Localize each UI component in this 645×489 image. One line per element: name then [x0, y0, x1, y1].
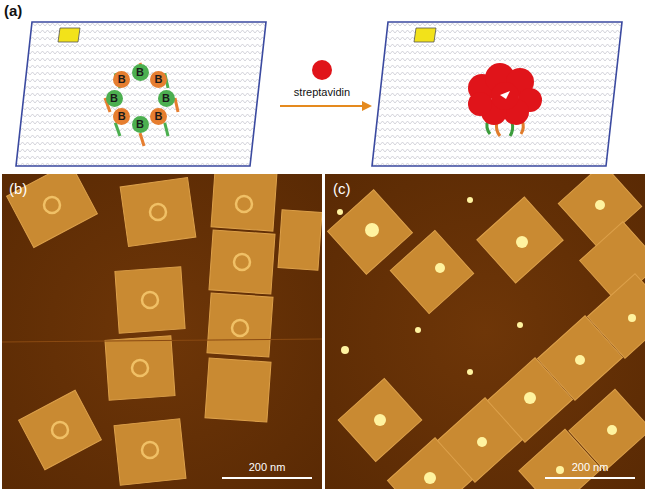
streptavidin-symbol: [312, 60, 332, 80]
panel-label: (a): [4, 3, 22, 20]
scale-label: 200 nm: [249, 461, 286, 473]
biotin-ring-image: [132, 360, 148, 376]
biotin-label: B: [110, 93, 118, 104]
streptavidin-spot: [477, 437, 487, 447]
streptavidin-spot: [467, 369, 473, 375]
streptavidin-spot: [516, 236, 528, 248]
origami-tile: [16, 22, 266, 166]
biotin-ring-image: [232, 320, 248, 336]
origami-tile-image: [205, 358, 271, 422]
biotin-ring-image: [236, 196, 252, 212]
dna-strand: [140, 133, 144, 146]
biotin-ring-image: [52, 422, 68, 438]
biotin-ring-image: [142, 442, 158, 458]
biotin-label: B: [154, 74, 162, 85]
biotin-circle: B: [113, 108, 130, 125]
streptavidin-spot: [374, 414, 386, 426]
origami-tile-image: [587, 274, 645, 358]
streptavidin-spot: [435, 263, 445, 273]
origami-tile-image: [115, 267, 185, 333]
biotin-circle: B: [132, 116, 149, 133]
orientation-marker: [414, 28, 436, 42]
streptavidin-spot: [365, 223, 379, 237]
biotin-circle: B: [106, 90, 123, 107]
origami-tile: [372, 22, 622, 166]
streptavidin-spot: [415, 327, 421, 333]
origami-tile-image: [19, 390, 102, 469]
panel-label: (b): [9, 181, 27, 198]
streptavidin-spot: [607, 425, 617, 435]
streptavidin-spot: [556, 466, 564, 474]
streptavidin-spot: [595, 200, 605, 210]
streptavidin-spot: [341, 346, 349, 354]
afm-image: [325, 174, 645, 489]
orientation-marker: [58, 28, 80, 42]
biotin-circle: B: [158, 90, 175, 107]
scale-bar: [222, 477, 312, 479]
biotin-ring-image: [44, 197, 60, 213]
streptavidin-cluster: [468, 63, 542, 125]
biotin-label: B: [118, 74, 126, 85]
biotin-ring-image: [234, 254, 250, 270]
biotin-label: B: [154, 111, 162, 122]
origami-tile-image: [477, 197, 563, 283]
biotin-circle: B: [150, 108, 167, 125]
streptavidin-spot: [524, 392, 536, 404]
origami-tile-image: [114, 419, 186, 486]
origami-tile-image: [211, 174, 277, 231]
origami-tile-image: [569, 389, 645, 471]
dna-strand: [165, 123, 168, 136]
biotin-circle: B: [132, 64, 149, 81]
dna-strand: [175, 98, 178, 112]
biotin-label: B: [162, 93, 170, 104]
biotin-label: B: [118, 111, 126, 122]
scale-bar: [545, 477, 635, 479]
streptavidin-spot: [517, 322, 523, 328]
biotin-label: B: [136, 67, 144, 78]
origami-tile-image: [7, 174, 98, 248]
reaction-arrow: [280, 105, 366, 107]
afm-image: [2, 174, 322, 489]
origami-tile-image: [338, 378, 422, 461]
origami-tile-image: [278, 210, 322, 271]
origami-tile-image: [105, 336, 175, 400]
streptavidin-spot: [337, 209, 343, 215]
scale-label: 200 nm: [572, 461, 609, 473]
origami-tile-image: [120, 178, 196, 247]
panel-label: (c): [333, 181, 351, 198]
biotin-ring-image: [142, 292, 158, 308]
biotin-ring-image: [150, 204, 166, 220]
origami-tile-image: [390, 230, 473, 313]
reagent-label: streptavidin: [294, 86, 350, 98]
biotin-label: B: [136, 119, 144, 130]
origami-tile-image: [207, 293, 273, 357]
arrow-head: [362, 101, 372, 111]
streptavidin-spot: [628, 314, 636, 322]
streptavidin-spot: [575, 355, 585, 365]
origami-tile-image: [209, 230, 275, 294]
biotin-circle: B: [150, 71, 167, 88]
streptavidin-spot: [467, 197, 473, 203]
streptavidin-spot: [424, 472, 436, 484]
